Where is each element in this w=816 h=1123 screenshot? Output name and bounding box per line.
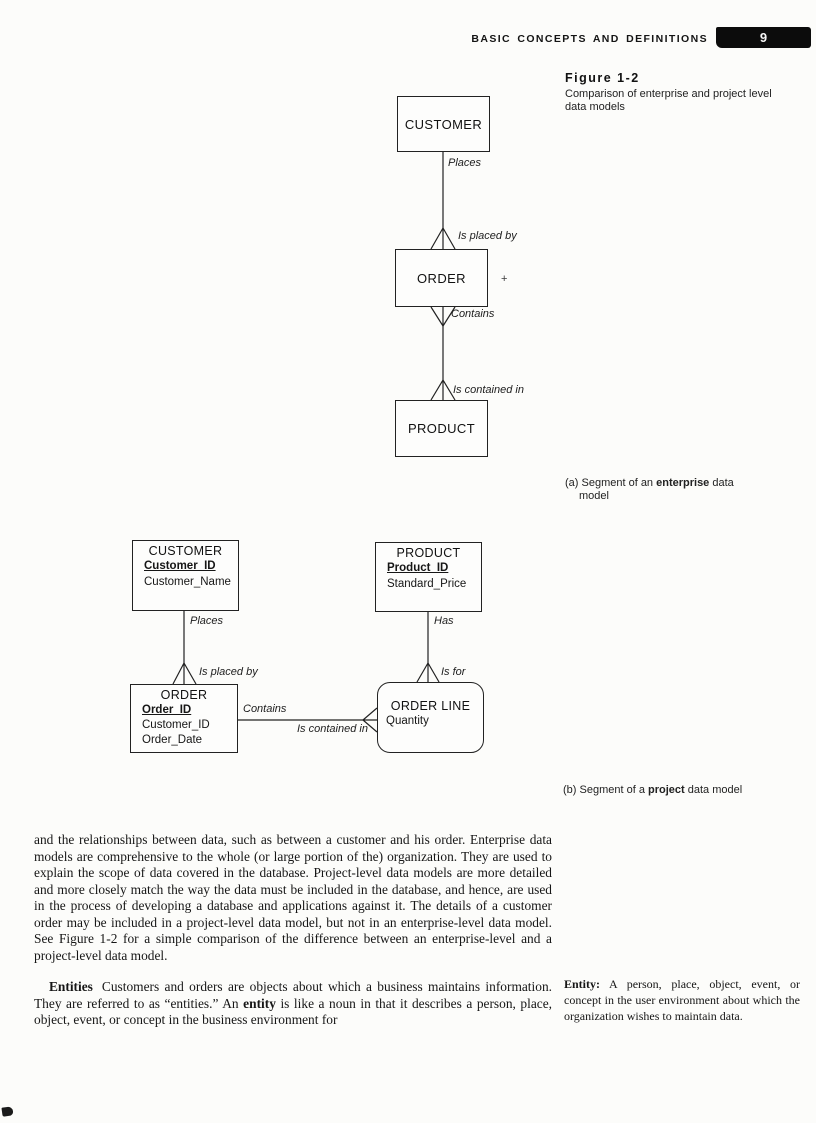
figure-caption: Comparison of enterprise and project lev… xyxy=(565,88,772,113)
entity-order-b: ORDER Order_ID Customer_ID Order_Date xyxy=(130,684,238,753)
body-text-column: and the relationships between data, such… xyxy=(34,832,552,1029)
rel-label-is-for-b: Is for xyxy=(441,666,466,678)
rel-label-contains-a: Contains xyxy=(451,308,495,320)
entity-title: ORDER xyxy=(160,688,208,702)
page-number-box: 9 xyxy=(716,27,811,48)
attribute: Customer_Name xyxy=(144,575,231,588)
caption-a-text: (a) Segment of an xyxy=(565,477,657,489)
entity-title: PRODUCT xyxy=(407,421,476,436)
rel-label-places-b: Places xyxy=(190,615,224,627)
paragraph-2-run-in-heading: Entities xyxy=(49,979,93,995)
caption-a: (a) Segment of an enterprise data model xyxy=(565,477,759,502)
entity-title: CUSTOMER xyxy=(404,116,483,132)
paragraph-2-text: Customers and orders are objects about w… xyxy=(34,979,552,1011)
print-artifact-plus: + xyxy=(501,273,508,285)
margin-definition-note: Entity: A person, place, object, event, … xyxy=(564,977,800,1025)
rel-label-is-placed-by-a: Is placed by xyxy=(458,230,517,242)
caption-a-text-2: data model xyxy=(579,477,734,502)
caption-b: (b) Segment of a project data model xyxy=(563,784,803,796)
margin-note-term: Entity: xyxy=(564,977,600,991)
print-artifact-corner-blob xyxy=(1,1106,14,1117)
paragraph-1: and the relationships between data, such… xyxy=(34,832,552,963)
running-header: BASIC CONCEPTS AND DEFINITIONS xyxy=(471,33,708,45)
rel-label-contains-b: Contains xyxy=(243,703,287,715)
attribute-key: Order_ID xyxy=(142,704,192,716)
caption-a-bold: enterprise xyxy=(656,477,710,489)
attribute: Standard_Price xyxy=(387,577,467,590)
figure-label: Figure 1-2 xyxy=(565,71,640,85)
attribute: Order_Date xyxy=(142,734,203,746)
entity-order-line-b: ORDER LINE Quantity xyxy=(377,682,484,753)
caption-b-text: (b) Segment of a xyxy=(563,784,648,796)
entity-order-a: ORDER xyxy=(395,249,488,307)
attribute-key: Product_ID xyxy=(387,562,449,574)
entity-title: ORDER LINE xyxy=(390,699,471,713)
page-number: 9 xyxy=(759,30,768,45)
entity-customer-a: CUSTOMER xyxy=(397,96,490,152)
rel-label-is-contained-in-a: Is contained in xyxy=(453,384,524,396)
caption-b-text-2: data model xyxy=(684,784,743,796)
attribute: Customer_ID xyxy=(142,719,210,731)
entity-title: CUSTOMER xyxy=(148,544,223,558)
rel-label-has-b: Has xyxy=(434,615,454,627)
entity-product-b: PRODUCT Product_ID Standard_Price xyxy=(375,542,482,612)
rel-label-is-contained-in-b: Is contained in xyxy=(297,723,368,735)
rel-label-is-placed-by-b: Is placed by xyxy=(199,666,258,678)
caption-b-bold: project xyxy=(648,784,685,796)
rel-label-places-a: Places xyxy=(448,157,482,169)
attribute-key: Customer_ID xyxy=(144,560,216,572)
attribute: Quantity xyxy=(386,715,429,727)
entity-title: PRODUCT xyxy=(396,546,461,560)
margin-note-definition: A person, place, object, event, or conce… xyxy=(564,977,800,1023)
entity-title: ORDER xyxy=(417,270,466,286)
paragraph-2-text-2: is like a noun in that it describes a pe… xyxy=(34,995,553,1028)
entity-customer-b: CUSTOMER Customer_ID Customer_Name xyxy=(132,540,239,611)
paragraph-2-bold-term: entity xyxy=(243,995,276,1011)
entity-product-a: PRODUCT xyxy=(395,400,488,457)
